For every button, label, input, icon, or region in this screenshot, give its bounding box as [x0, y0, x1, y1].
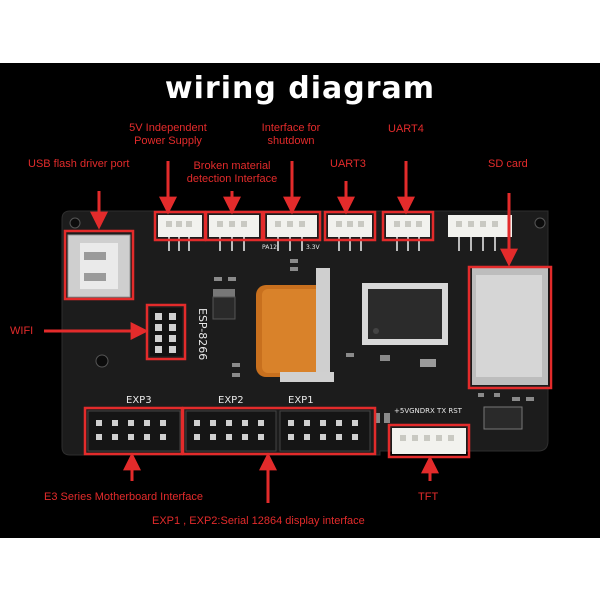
mcu-chip — [362, 283, 448, 345]
voltage-regulator — [212, 289, 236, 320]
header-pin — [96, 434, 102, 440]
header-pin — [210, 434, 216, 440]
header-pin — [242, 420, 248, 426]
header-pin — [336, 434, 342, 440]
label-uart4: UART4 — [388, 123, 424, 135]
header-pin — [194, 420, 200, 426]
top-connector-highlights — [153, 210, 435, 242]
label-broken: Broken material detection Interface — [176, 160, 288, 186]
label-shutdown-line1: Interface for — [261, 122, 321, 134]
label-usb: USB flash driver port — [28, 158, 130, 170]
header-pin — [304, 420, 310, 426]
header-pin — [288, 434, 294, 440]
header-pin — [210, 420, 216, 426]
header-pin — [144, 434, 150, 440]
header-pin — [258, 434, 264, 440]
label-exp: EXP1 , EXP2:Serial 12864 display interfa… — [152, 515, 365, 527]
bottom-headers — [87, 410, 371, 452]
small-ic — [483, 406, 523, 430]
usb-highlight — [63, 229, 135, 301]
tft-connector — [392, 428, 466, 454]
header-pin — [128, 420, 134, 426]
header-pin — [304, 434, 310, 440]
header-pin — [128, 434, 134, 440]
header-pin — [320, 434, 326, 440]
label-power-line2: Power Supply — [134, 135, 202, 147]
label-power: 5V Independent Power Supply — [118, 122, 218, 148]
header-pin — [160, 420, 166, 426]
diagram-title: wiring diagram — [164, 71, 436, 106]
header-pin — [352, 420, 358, 426]
sd-card-slot — [472, 267, 548, 385]
header-pin — [258, 420, 264, 426]
top-connectors — [158, 215, 512, 251]
label-power-line1: 5V Independent — [129, 122, 207, 134]
header-pin — [352, 434, 358, 440]
header-pin — [112, 434, 118, 440]
header-pin — [144, 420, 150, 426]
label-sd: SD card — [488, 158, 528, 170]
label-tft: TFT — [418, 491, 439, 503]
silk-exp1: EXP1 — [288, 395, 314, 406]
header-pin — [336, 420, 342, 426]
label-shutdown: Interface for shutdown — [246, 122, 336, 148]
board-illustration: ESP-8266 — [44, 161, 553, 503]
sd-highlight — [467, 265, 553, 390]
header-pin — [242, 434, 248, 440]
mount-hole — [534, 217, 546, 229]
label-wifi: WIFI — [10, 325, 34, 337]
header-pin — [194, 434, 200, 440]
silk-pa12: PA12 — [262, 244, 277, 251]
mount-hole — [95, 354, 109, 368]
silk-exp3: EXP3 — [126, 395, 152, 406]
label-uart3: UART3 — [330, 158, 366, 170]
diagram-background: wiring diagram — [0, 63, 600, 538]
ribbon-cable — [256, 268, 334, 382]
label-broken-line1: Broken material — [193, 160, 271, 172]
silk-3v3: 3.3V — [306, 244, 321, 251]
header-pin — [288, 420, 294, 426]
mount-hole — [69, 217, 81, 229]
header-pin — [160, 434, 166, 440]
passive-components — [214, 259, 534, 423]
silk-pin-row: +5VGNDRX TX RST — [394, 407, 463, 415]
label-e3: E3 Series Motherboard Interface — [44, 491, 203, 503]
usb-port — [67, 234, 131, 298]
silk-esp: ESP-8266 — [196, 308, 209, 360]
header-pin — [112, 420, 118, 426]
header-pin — [320, 420, 326, 426]
header-pin — [96, 420, 102, 426]
label-shutdown-line2: shutdown — [267, 135, 315, 147]
silk-exp2: EXP2 — [218, 395, 244, 406]
header-pin — [226, 420, 232, 426]
esp8266-header — [150, 308, 182, 356]
header-pin — [226, 434, 232, 440]
label-broken-line2: detection Interface — [186, 173, 278, 185]
